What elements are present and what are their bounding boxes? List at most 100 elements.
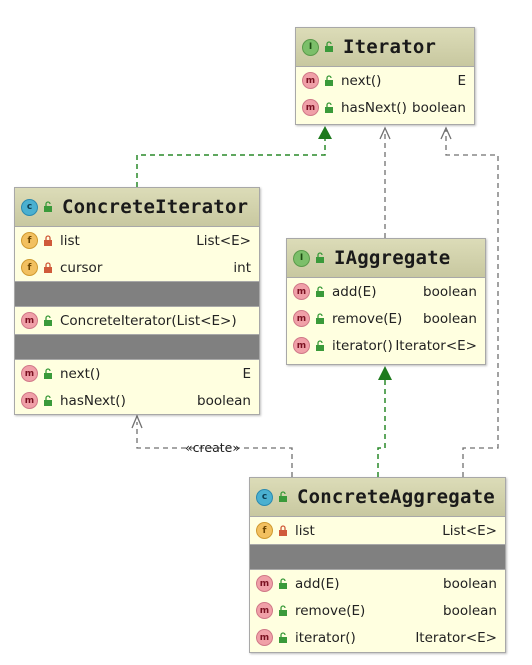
class-box-concreteiterator[interactable]: c ConcreteIterator f list List<E> f curs… <box>14 187 260 415</box>
method-row[interactable]: m iterator() Iterator<E> <box>287 332 485 359</box>
public-unlock-icon <box>44 201 52 212</box>
field-row[interactable]: f list List<E> <box>15 227 259 254</box>
field-icon: f <box>21 232 38 249</box>
method-row[interactable]: m add(E) boolean <box>287 278 485 305</box>
class-name: Iterator <box>343 36 437 58</box>
public-unlock-icon <box>316 252 324 263</box>
interface-icon: I <box>293 249 310 267</box>
class-box-concreteaggregate[interactable]: c ConcreteAggregate f list List<E> m add… <box>249 477 506 653</box>
realization-line-concreteiterator <box>136 139 326 187</box>
method-row[interactable]: m iterator() Iterator<E> <box>250 624 505 651</box>
method-type: Iterator<E> <box>415 629 497 646</box>
method-row[interactable]: m hasNext() boolean <box>15 387 259 414</box>
field-name: cursor <box>60 259 103 276</box>
method-icon: m <box>302 72 319 89</box>
create-arrowhead <box>131 414 143 429</box>
class-header-concreteiterator: c ConcreteIterator <box>15 188 259 227</box>
method-icon: m <box>293 283 310 300</box>
method-icon: m <box>256 575 273 592</box>
method-name: remove(E) <box>295 602 366 619</box>
method-row[interactable]: m next() E <box>296 67 474 94</box>
method-name: next() <box>60 365 101 382</box>
field-icon: f <box>21 259 38 276</box>
method-icon: m <box>293 337 310 354</box>
class-box-iaggregate[interactable]: I IAggregate m add(E) boolean m remove(E… <box>286 238 486 365</box>
method-type: E <box>242 365 251 382</box>
constructor-name: ConcreteIterator(List<E>) <box>60 312 237 329</box>
public-unlock-icon <box>316 312 324 324</box>
method-type: boolean <box>423 283 477 300</box>
public-unlock-icon <box>325 74 333 86</box>
method-name: hasNext() <box>60 392 126 409</box>
section-separator <box>250 544 505 570</box>
public-unlock-icon <box>325 101 333 113</box>
field-name: list <box>295 522 315 539</box>
private-lock-icon <box>44 261 52 273</box>
method-name: iterator() <box>332 337 393 354</box>
class-name: ConcreteAggregate <box>297 486 495 508</box>
method-name: hasNext() <box>341 99 407 116</box>
method-name: next() <box>341 72 382 89</box>
method-row[interactable]: m hasNext() boolean <box>296 94 474 121</box>
realization-line-concreteaggregate <box>377 380 386 477</box>
method-icon: m <box>21 365 38 382</box>
public-unlock-icon <box>316 339 324 351</box>
private-lock-icon <box>44 234 52 246</box>
class-name: IAggregate <box>334 247 451 269</box>
method-row[interactable]: m next() E <box>15 360 259 387</box>
method-type: boolean <box>443 575 497 592</box>
field-icon: f <box>256 522 273 539</box>
public-unlock-icon <box>279 631 287 643</box>
field-name: list <box>60 232 80 249</box>
public-unlock-icon <box>325 41 333 52</box>
class-header-concreteaggregate: c ConcreteAggregate <box>250 478 505 517</box>
method-icon: m <box>21 312 38 329</box>
public-unlock-icon <box>279 491 287 502</box>
method-type: boolean <box>197 392 251 409</box>
field-type: List<E> <box>196 232 251 249</box>
method-type: boolean <box>423 310 477 327</box>
method-icon: m <box>293 310 310 327</box>
section-separator <box>15 334 259 360</box>
dependency-line-concreteaggregate-iterator <box>445 130 499 477</box>
method-type: E <box>457 72 466 89</box>
method-name: add(E) <box>332 283 377 300</box>
class-box-iterator[interactable]: I Iterator m next() E m hasNext() boolea… <box>295 27 475 125</box>
public-unlock-icon <box>279 577 287 589</box>
method-name: remove(E) <box>332 310 403 327</box>
realization-arrowhead-iaggregate <box>378 366 392 380</box>
interface-icon: I <box>302 38 319 56</box>
constructor-row[interactable]: m ConcreteIterator(List<E>) <box>15 307 259 334</box>
public-unlock-icon <box>44 314 52 326</box>
section-separator <box>15 281 259 307</box>
method-type: boolean <box>443 602 497 619</box>
dependency-arrowhead-iaggregate <box>379 126 391 140</box>
method-name: iterator() <box>295 629 356 646</box>
method-type: boolean <box>412 99 466 116</box>
class-icon: c <box>21 198 38 216</box>
method-icon: m <box>21 392 38 409</box>
field-row[interactable]: f cursor int <box>15 254 259 281</box>
class-header-iterator: I Iterator <box>296 28 474 67</box>
realization-arrowhead-iterator <box>318 126 332 139</box>
field-type: int <box>233 259 251 276</box>
class-header-iaggregate: I IAggregate <box>287 239 485 278</box>
method-type: Iterator<E> <box>395 337 477 354</box>
create-label: «create» <box>185 440 240 455</box>
class-icon: c <box>256 488 273 506</box>
method-icon: m <box>256 629 273 646</box>
private-lock-icon <box>279 524 287 536</box>
dependency-arrowhead-concreteaggregate <box>440 126 452 140</box>
method-row[interactable]: m remove(E) boolean <box>287 305 485 332</box>
public-unlock-icon <box>44 394 52 406</box>
public-unlock-icon <box>316 285 324 297</box>
public-unlock-icon <box>279 604 287 616</box>
method-name: add(E) <box>295 575 340 592</box>
method-icon: m <box>302 99 319 116</box>
method-row[interactable]: m remove(E) boolean <box>250 597 505 624</box>
method-icon: m <box>256 602 273 619</box>
field-row[interactable]: f list List<E> <box>250 517 505 544</box>
class-name: ConcreteIterator <box>62 196 249 218</box>
method-row[interactable]: m add(E) boolean <box>250 570 505 597</box>
